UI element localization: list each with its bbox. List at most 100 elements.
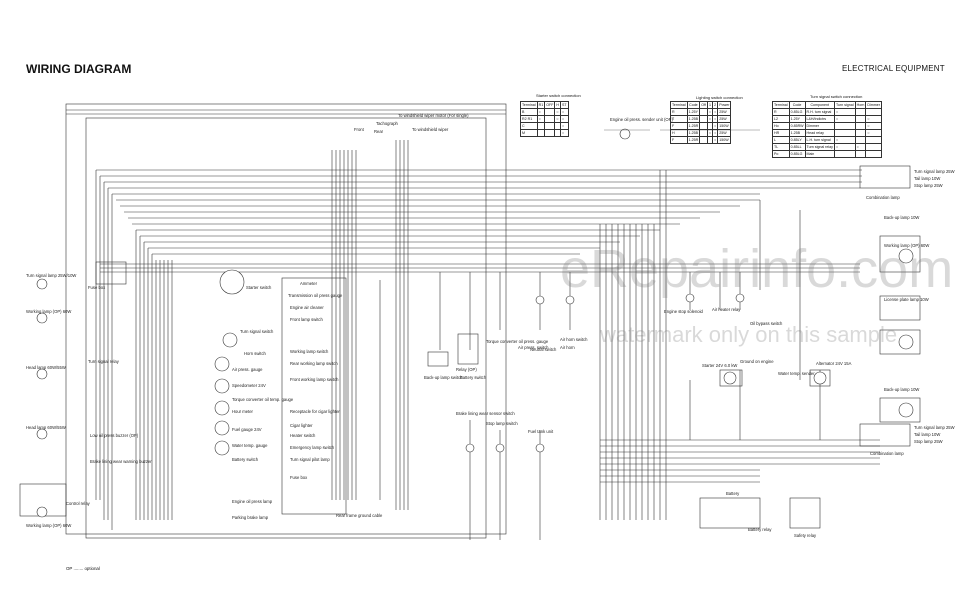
head-lamp-left-label: Head lamp 60W/55W <box>26 365 66 370</box>
transmission-lamp-label: Transmission oil press gauge <box>288 293 343 298</box>
ammeter-label: Ammeter <box>300 281 317 286</box>
td: 25W <box>717 115 732 123</box>
td: L.H. turn signal <box>804 136 835 144</box>
turn-pilot-label: Turn signal pilot lamp <box>290 457 330 462</box>
air-horn-switch-label: Air horn switch <box>560 337 588 342</box>
heater-switch-label: Heater switch <box>290 433 316 438</box>
torque-oil-label: Torque converter oil press. gauge <box>486 339 549 344</box>
td: 1.25B <box>686 115 701 123</box>
td: TL <box>772 143 790 151</box>
fuel-gauge-label: Fuel gauge 24V <box>232 427 262 432</box>
th: ST <box>560 101 569 109</box>
td: Po <box>772 150 790 158</box>
page-title: WIRING DIAGRAM <box>26 62 132 76</box>
turn-relay-label: Turn signal relay <box>88 359 119 364</box>
starter-switch-label: Starter switch <box>246 285 272 290</box>
air-horn-label: Air horn <box>560 345 575 350</box>
th: Terminal <box>520 101 538 109</box>
rear-working-label: Rear working lamp switch <box>290 361 338 366</box>
combination-lamp2-label: Combination lamp <box>870 451 904 456</box>
engine-oil-label: Engine oil press lamp <box>232 499 273 504</box>
td: Turn signal relay <box>804 143 835 151</box>
head-lamp-left2-label: Head lamp 60W/55W <box>26 425 66 430</box>
fuse-box2-label: Fuse box <box>290 475 308 480</box>
fuel-tank-label: Fuel tank unit <box>528 429 554 434</box>
td: HR <box>772 129 790 137</box>
windshield-label: To windshield wiper motor (For single) <box>398 113 469 118</box>
td: L <box>772 136 790 144</box>
stop-lamp-right-label: Stop lamp 25W <box>914 183 943 188</box>
air-press-switch-label: Air press. switch <box>518 345 549 350</box>
th: Code <box>788 101 806 109</box>
license-label: License plate lamp 10W <box>884 297 929 302</box>
th: Off <box>699 101 708 109</box>
td: 0.85LY <box>788 136 806 144</box>
tail-lamp-label: Tail lamp 10W <box>914 176 941 181</box>
receptacle-label: Receptacle for cigar lighter <box>290 409 340 414</box>
low-air-label: Low oil press buzzer (OP) <box>90 433 139 438</box>
starter-switch-symbol <box>219 269 245 295</box>
td: F <box>670 136 688 144</box>
tachograph-label: Tachograph <box>376 121 398 126</box>
battery-label: Battery <box>726 491 740 496</box>
engine-air-label: Engine air cleaner <box>290 305 324 310</box>
starter-table-caption: Starter switch connection <box>536 93 581 98</box>
td: Dimmer <box>804 122 835 130</box>
td: B <box>520 108 538 116</box>
starter-motor-label: Starter 24V 6.0 kW <box>702 363 738 368</box>
emergency-label: Emergency lamp switch <box>290 445 335 450</box>
control-relay-label: Control relay <box>66 501 90 506</box>
td: 1.25B <box>788 129 806 137</box>
td: 1.25R <box>686 136 701 144</box>
torque-temp-label: Torque converter oil temp. gauge <box>232 397 294 402</box>
engine-oil-pres-label: Engine oil press. sender unit (OP) <box>610 117 673 122</box>
td: 0.85LG <box>788 150 806 158</box>
watermark-sub: watermark only on this sample <box>600 322 898 347</box>
td: Head relay <box>804 129 835 137</box>
engine-stop-label: Engine stop solenoid <box>664 309 703 314</box>
th: Terminal <box>670 101 688 109</box>
rear-frame-label: Rear frame ground cable <box>336 513 383 518</box>
parking-brake-label: Parking brake lamp <box>232 515 269 520</box>
stop-switch-label: Stop lamp switch <box>486 421 518 426</box>
td: R.H. turn signal <box>804 108 835 116</box>
td: 1.25Y <box>686 108 701 116</box>
td: F <box>670 122 688 130</box>
td: Ho <box>772 122 790 130</box>
working-lamp-left2-label: Working lamp (OP) 60W <box>26 523 72 528</box>
td: 25W <box>717 129 732 137</box>
td: L2 <box>772 115 790 123</box>
td: 1.25R <box>686 122 701 130</box>
working-lamp-switch-label: Working lamp switch <box>290 349 329 354</box>
td: H <box>670 129 688 137</box>
th: Dimmer <box>865 101 882 109</box>
td: R2 R1 <box>520 115 538 123</box>
th: R1 <box>536 101 546 109</box>
battery-relay-label: Battery relay <box>748 527 772 532</box>
td: 0.85LG <box>788 108 806 116</box>
battery-switch-label: Battery switch <box>460 375 487 380</box>
neutral-label: Neutral switch <box>530 347 557 352</box>
fuse-box-label: Fuse box <box>88 285 106 290</box>
td: 0.85LL <box>788 143 806 151</box>
oil-bypass-label: Oil bypass switch <box>750 321 783 326</box>
turn-lamp-right-label: Turn signal lamp 25W <box>914 169 955 174</box>
front-lamp-switch-label: Front lamp switch <box>290 317 323 322</box>
battery-charge-label: Battery switch <box>232 457 259 462</box>
horn-switch-label: Horn switch <box>244 351 266 356</box>
td: M <box>520 129 538 137</box>
water-temp2-label: Water temp. sender <box>778 371 815 376</box>
ground-label: Ground on engine <box>740 359 774 364</box>
brake-wear-label: Brake lining wear sensor switch <box>456 411 515 416</box>
rear-label: Rear <box>374 129 384 134</box>
turn-lamp-right2-label: Turn signal lamp 25W <box>914 425 955 430</box>
relay-label: Relay (OP) <box>456 367 477 372</box>
lighting-table-caption: Lighting switch connection <box>696 95 743 100</box>
back-up-lamp-sw-label: Back-up lamp switch <box>424 375 463 380</box>
turn-table-caption: Turn signal switch connection <box>810 94 863 99</box>
harness-frame <box>65 103 507 535</box>
air-press-gauge-label: Air press. gauge <box>232 367 263 372</box>
